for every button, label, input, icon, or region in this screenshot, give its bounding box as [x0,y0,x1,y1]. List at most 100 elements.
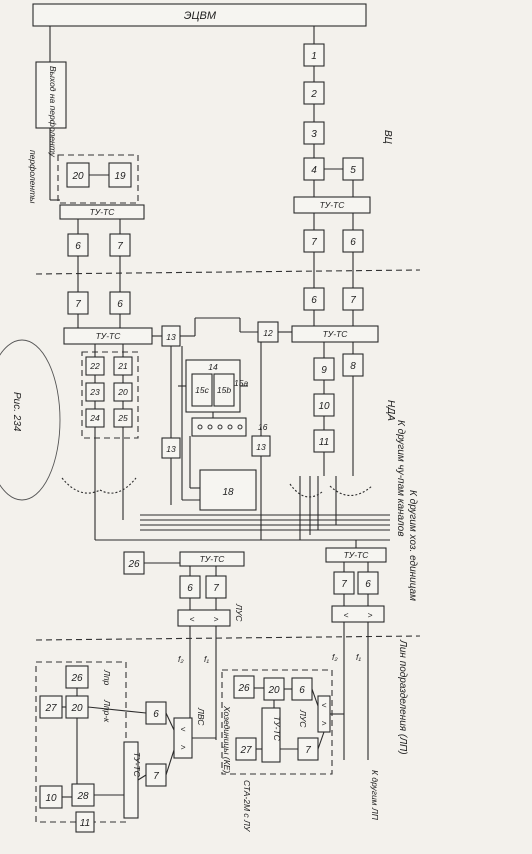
ke-label: Хозединицы (КЕ) [222,705,232,773]
box-20-nda-label: 20 [117,387,128,397]
box-15c-label: 15c [195,385,209,395]
tutc-vc-left [59,204,145,220]
box-15b [213,373,235,407]
box-7-nda-left-label: 7 [75,299,81,310]
tutc-lower-left-label: ТУ-ТС [200,554,226,564]
output-box [35,61,67,129]
box-6-ke-label: 6 [153,709,159,720]
box-6-lower-left-label: 6 [187,583,193,594]
computer-label: ЭЦВМ [184,10,217,22]
f2-right: f₂ [332,652,338,662]
other-units-label: К другим хоз. единицам [407,490,418,601]
box-7-nda-right-label: 7 [350,295,356,306]
to-lp-label: К другим ЛП [370,770,380,821]
vc-label: ВЦ [382,130,393,144]
box-6-nda-left-label: 6 [117,299,123,310]
box-18 [199,469,257,511]
box-7-ke-label: 7 [153,771,159,782]
box-24-label: 24 [89,413,100,423]
filter-left [177,609,231,627]
box-6-sta-label: 6 [299,685,305,696]
tutc-vc-right [293,196,371,214]
box-26-left-label: 26 [127,559,140,570]
lus-sta-label: ЛУС [298,709,308,728]
box-14-label: 14 [208,362,218,372]
tutc-ke-label: ТУ-ТС [132,752,142,778]
tutc-nda-right [291,325,379,343]
box-1-label: 1 [311,51,317,62]
filter-ke-lt: < [181,724,186,734]
box-6-vc-right-label: 6 [350,237,356,248]
figure-caption: Рис. 234 [11,392,22,432]
filter-sta-lt: < [322,700,327,710]
box-7-vc-left-label: 7 [117,241,123,252]
perfolenta-label: перфоленты [28,150,38,204]
box-7-lower-left-label: 7 [213,583,219,594]
box-11-bottom [75,811,95,833]
tutc-nda-left-label: ТУ-ТС [96,331,122,341]
tutc-vc-left-label: ТУ-ТС [90,207,116,217]
box-19-label: 19 [114,171,126,182]
box-13-top-label: 13 [166,332,176,342]
tutc-vc-right-label: ТУ-ТС [320,200,346,210]
box-6-nda-right-label: 6 [311,295,317,306]
box-15b-label: 15b [217,385,231,395]
other-channels-label: К другим чу-пам каналов [395,420,406,536]
box-20-top-label: 20 [71,171,84,182]
nda-label: НДА [385,400,396,421]
computer-bar [32,3,367,27]
sta-label: СТА-2М с ЛУ [242,780,252,833]
lpr-label: Лпр [102,669,112,686]
box-15a-label: 15a [234,378,248,388]
lvs-label: ЛВС [196,707,206,726]
box-22-label: 22 [89,361,100,371]
box-20-sta-label: 20 [267,685,280,696]
box-8-label: 8 [350,361,356,372]
tutc-nda-right-label: ТУ-ТС [323,329,349,339]
box-26-bottom-label: 26 [70,673,83,684]
box-6-lower-right-label: 6 [365,579,371,590]
f2-left: f₂ [178,654,184,664]
box-7-lower-right-label: 7 [341,579,347,590]
box-21-label: 21 [117,361,128,371]
box-28-label: 28 [76,791,89,802]
box-11-bottom-label: 11 [80,818,90,829]
box-2-label: 2 [310,89,317,100]
box-9-label: 9 [321,365,327,376]
box-18-label: 18 [222,487,234,498]
box-6-vc-left-label: 6 [75,241,81,252]
tutc-sta-label: ТУ-ТС [272,716,282,742]
f1-left: f₁ [204,654,209,664]
box-26-sta [233,675,255,699]
box-16 [191,417,247,437]
box-26-sta-label: 26 [237,683,250,694]
filter-right-gt: > [368,610,373,620]
tutc-sta [261,707,281,763]
filter-right [331,605,385,623]
filter-right-lt: < [344,610,349,620]
filter-left-lt: < [190,614,195,624]
tutc-lower-left [179,551,245,567]
box-7-sta-label: 7 [305,745,311,756]
tutc-lower-right-label: ТУ-ТС [344,550,370,560]
box-25-label: 25 [117,413,128,423]
lus-label: ЛУС [234,603,244,622]
box-7-vc-right-label: 7 [311,237,317,248]
lp-label: Лин подразделения (ЛП) [397,639,408,755]
filter-sta-gt: > [322,718,327,728]
filter-left-gt: > [214,614,219,624]
box-5-label: 5 [350,165,356,176]
box-15c [191,373,213,407]
output-label: Выход на перфоленту [48,66,58,158]
box-4-label: 4 [311,165,317,176]
box-10-bottom-label: 10 [45,793,57,804]
f1-right: f₁ [356,652,361,662]
box-27-sta-label: 27 [239,745,252,756]
box-11-label: 11 [319,437,329,448]
box-12-label: 12 [263,328,273,338]
box-13-right-label: 13 [256,442,266,452]
box-10-label: 10 [318,401,330,412]
box-20-bottom-label: 20 [70,703,83,714]
